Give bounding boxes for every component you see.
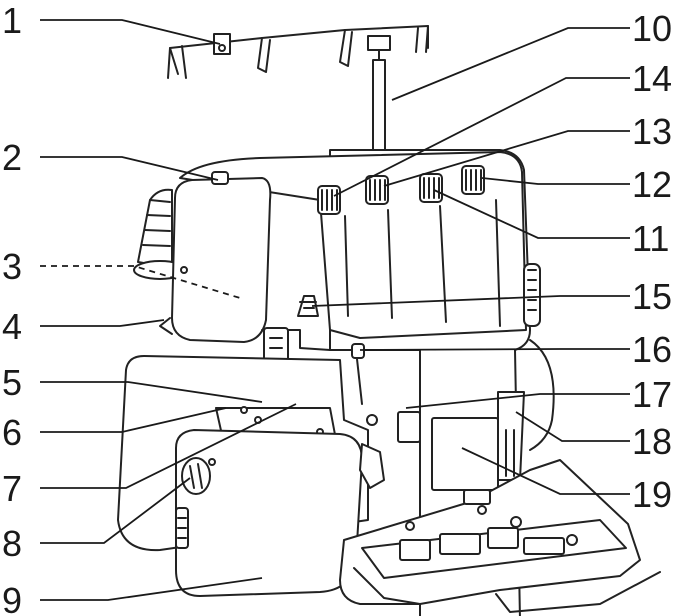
callout-11: 11 [632, 218, 669, 259]
callout-9: 9 [2, 580, 22, 616]
callout-4: 4 [2, 306, 22, 347]
leader-18 [515, 411, 630, 442]
thread-stand [167, 25, 429, 79]
tension-dial-13[interactable] [365, 175, 389, 205]
callout-12: 12 [632, 164, 672, 205]
callout-1: 1 [2, 0, 22, 41]
leader-lines [40, 19, 630, 601]
callout-2: 2 [2, 137, 22, 178]
leader-12 [481, 177, 630, 185]
leader-5 [40, 381, 263, 403]
tension-dials [317, 165, 485, 215]
callout-5: 5 [2, 362, 22, 403]
callout-14: 14 [632, 58, 672, 99]
open-front-cover[interactable] [339, 459, 641, 605]
leader-1 [40, 19, 221, 45]
callout-15: 15 [632, 276, 672, 317]
looper-area [359, 391, 525, 491]
handwheel[interactable] [523, 263, 555, 451]
leader-11 [433, 189, 630, 239]
leader-8 [40, 477, 191, 544]
machine-illustration [117, 25, 661, 616]
leader-4 [40, 319, 165, 327]
leader-7 [40, 403, 297, 489]
thread-spool [133, 188, 187, 280]
leader-10 [391, 27, 630, 101]
leader-3 [40, 265, 241, 299]
callout-19: 19 [632, 474, 672, 515]
leader-14 [333, 77, 630, 197]
callout-16: 16 [632, 329, 672, 370]
leader-16 [359, 348, 630, 351]
tension-dial-14[interactable] [317, 185, 341, 215]
callout-13: 13 [632, 111, 672, 152]
callout-3: 3 [2, 246, 22, 287]
leader-2 [40, 156, 219, 181]
tension-dial-11[interactable] [419, 173, 443, 203]
leader-13 [383, 130, 630, 187]
leader-15 [311, 295, 630, 307]
callout-10: 10 [632, 8, 672, 49]
leader-9 [40, 577, 263, 601]
leader-17 [405, 393, 630, 409]
callout-8: 8 [2, 523, 22, 564]
differential-feed-dial[interactable] [181, 457, 216, 495]
front-looper-cover[interactable] [175, 429, 363, 597]
front-cover-upper [171, 177, 272, 343]
leader-6 [40, 407, 227, 433]
callout-7: 7 [2, 468, 22, 509]
callout-18: 18 [632, 421, 672, 462]
tension-dial-12[interactable] [461, 165, 485, 195]
thread-guide-rod [367, 35, 391, 161]
leader-19 [461, 447, 630, 495]
callout-17: 17 [632, 374, 672, 415]
callout-6: 6 [2, 412, 22, 453]
